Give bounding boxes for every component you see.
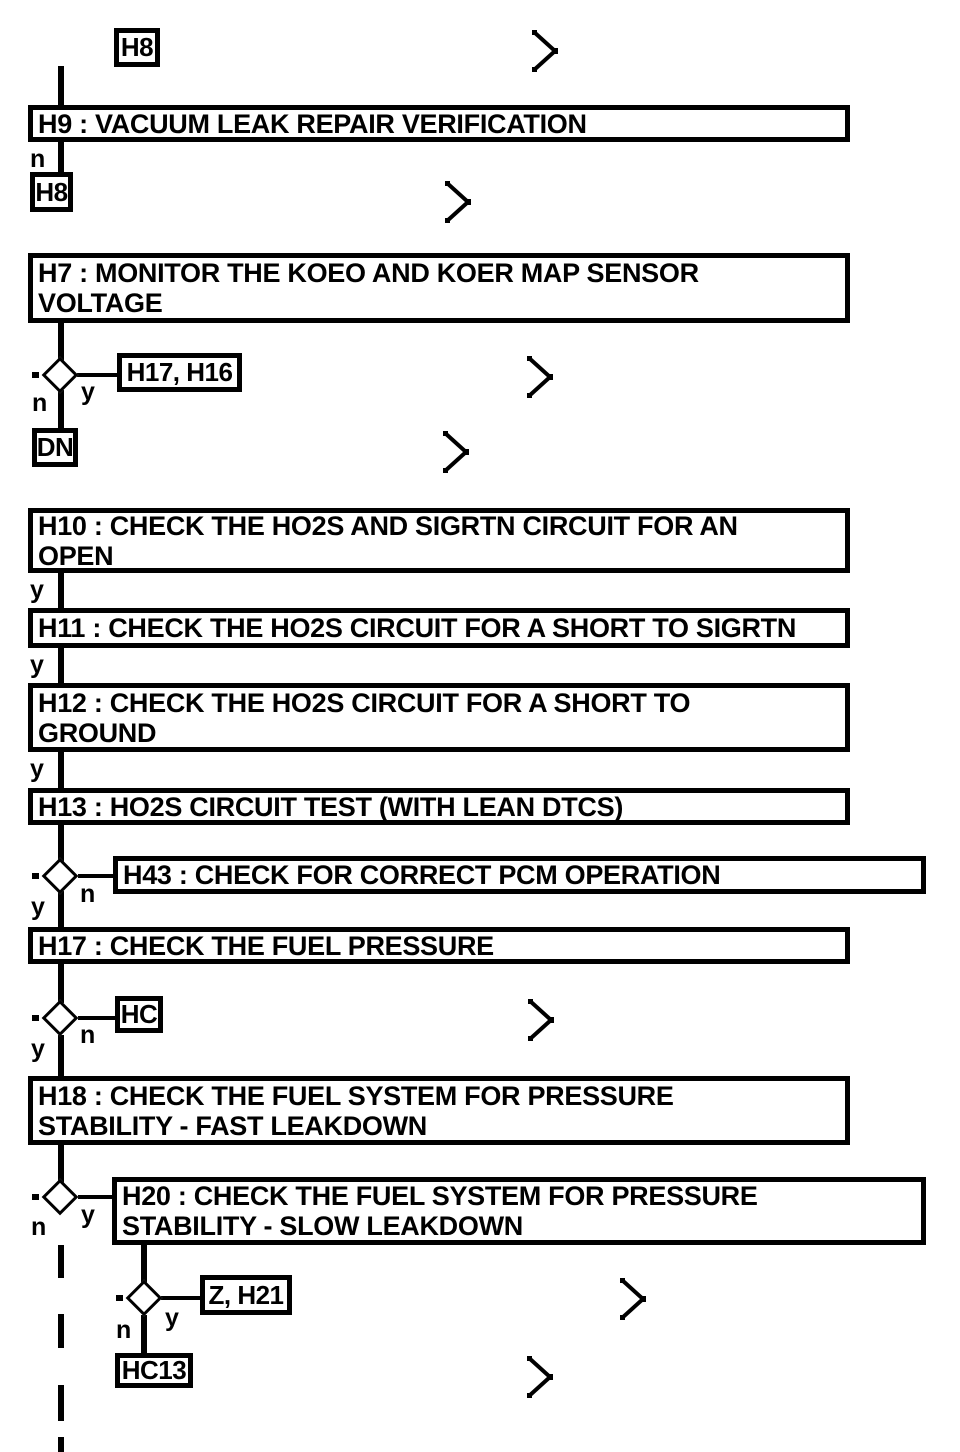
tag-box-label: HC13 [121, 1355, 187, 1385]
process-box-label: H7 : MONITOR THE KOEO AND KOER MAP SENSO… [38, 258, 699, 288]
dashed-connector-segment [58, 1437, 64, 1452]
tag-box-label: H17, H16 [126, 357, 233, 387]
decision-diamond [41, 356, 79, 394]
tag-box-HC: HC [115, 996, 163, 1033]
process-box-H13: H13 : HO2S CIRCUIT TEST (WITH LEAN DTCS) [28, 788, 850, 825]
branch-label-n: n [80, 880, 96, 908]
process-box-label: H13 : HO2S CIRCUIT TEST (WITH LEAN DTCS) [38, 791, 624, 822]
connector-line [58, 750, 64, 790]
branch-label-y: y [81, 1201, 95, 1229]
tag-box-H8-top: H8 [114, 28, 160, 67]
process-box-H20: H20 : CHECK THE FUEL SYSTEM FOR PRESSURE… [112, 1177, 926, 1245]
process-box-label: H12 : CHECK THE HO2S CIRCUIT FOR A SHORT… [38, 687, 691, 718]
tag-box-label: Z, H21 [208, 1279, 284, 1310]
tag-box-HC13: HC13 [115, 1353, 193, 1388]
branch-label-n: n [80, 1021, 96, 1049]
process-box-label: H20 : CHECK THE FUEL SYSTEM FOR PRESSURE [122, 1181, 758, 1211]
page-continuation-chevron-icon [443, 178, 473, 226]
dashed-connector-segment [58, 1314, 64, 1348]
branch-label-n: n [116, 1316, 132, 1344]
decision-diamond [125, 1279, 163, 1317]
dashed-connector-segment [58, 1385, 64, 1421]
process-box-label: H9 : VACUUM LEAK REPAIR VERIFICATION [38, 108, 587, 139]
connector-line [141, 1315, 147, 1355]
tag-box-H8-mid: H8 [30, 172, 73, 212]
branch-label-y: y [30, 755, 44, 783]
tag-box-label: H8 [35, 176, 68, 207]
process-box-label: H18 : CHECK THE FUEL SYSTEM FOR PRESSURE [38, 1080, 674, 1111]
connector-line [78, 1016, 116, 1020]
connector-line [58, 891, 64, 929]
connector-line [58, 823, 64, 862]
connector-line [161, 1296, 201, 1300]
decision-diamond [41, 1178, 79, 1216]
process-box-label: VOLTAGE [38, 288, 163, 318]
tag-box-Z-H21: Z, H21 [200, 1275, 292, 1315]
connector-line [77, 373, 117, 377]
connector-line [58, 571, 64, 610]
connector-line [58, 140, 64, 174]
page-continuation-chevron-icon [530, 27, 560, 75]
page-continuation-chevron-icon [441, 428, 471, 476]
branch-label-y: y [165, 1304, 179, 1332]
tag-box-label: DN [36, 432, 74, 462]
connector-line [58, 646, 64, 685]
decision-diamond-left-tick [32, 372, 39, 378]
process-box-H9: H9 : VACUUM LEAK REPAIR VERIFICATION [28, 105, 850, 142]
page-continuation-chevron-icon [526, 996, 556, 1044]
connector-line [58, 962, 64, 1003]
connector-line [58, 390, 64, 430]
connector-line [58, 321, 64, 361]
process-box-H10: H10 : CHECK THE HO2S AND SIGRTN CIRCUIT … [28, 508, 850, 573]
branch-label-n: n [30, 145, 46, 173]
decision-diamond-left-tick [116, 1295, 123, 1301]
decision-diamond-left-tick [32, 1194, 39, 1200]
page-continuation-chevron-icon [525, 1353, 555, 1401]
process-box-label: STABILITY - FAST LEAKDOWN [38, 1110, 427, 1141]
decision-diamond [41, 857, 79, 895]
process-box-label: H43 : CHECK FOR CORRECT PCM OPERATION [123, 860, 721, 890]
process-box-H12: H12 : CHECK THE HO2S CIRCUIT FOR A SHORT… [28, 683, 850, 752]
branch-label-y: y [30, 651, 44, 679]
connector-line [78, 1195, 114, 1199]
process-box-H11: H11 : CHECK THE HO2S CIRCUIT FOR A SHORT… [28, 608, 850, 648]
process-box-H17: H17 : CHECK THE FUEL PRESSURE [28, 927, 850, 964]
process-box-label: H11 : CHECK THE HO2S CIRCUIT FOR A SHORT… [38, 613, 797, 643]
process-box-label: H10 : CHECK THE HO2S AND SIGRTN CIRCUIT … [38, 510, 738, 541]
connector-line [58, 1143, 64, 1183]
branch-label-n: n [31, 1213, 47, 1241]
tag-box-label: H8 [120, 32, 154, 62]
process-box-H7: H7 : MONITOR THE KOEO AND KOER MAP SENSO… [28, 253, 850, 323]
dashed-connector-segment [58, 1245, 64, 1278]
connector-line [58, 1035, 64, 1078]
branch-label-y: y [31, 893, 45, 921]
branch-label-n: n [32, 389, 48, 417]
branch-label-y: y [81, 378, 95, 406]
process-box-label: OPEN [38, 540, 114, 571]
process-box-H43: H43 : CHECK FOR CORRECT PCM OPERATION [113, 856, 926, 894]
process-box-label: GROUND [38, 717, 157, 748]
tag-box-DN: DN [32, 428, 78, 467]
process-box-label: STABILITY - SLOW LEAKDOWN [122, 1211, 523, 1241]
decision-diamond [41, 999, 79, 1037]
connector-line [78, 874, 115, 878]
decision-diamond-left-tick [32, 873, 39, 879]
page-continuation-chevron-icon [525, 353, 555, 401]
tag-box-H17-H16: H17, H16 [117, 353, 242, 392]
connector-line [58, 66, 64, 107]
page-continuation-chevron-icon [618, 1275, 648, 1323]
branch-label-y: y [31, 1035, 45, 1063]
branch-label-y: y [30, 576, 44, 604]
tag-box-label: HC [120, 999, 158, 1029]
process-box-label: H17 : CHECK THE FUEL PRESSURE [38, 930, 494, 961]
connector-line [141, 1243, 147, 1283]
decision-diamond-left-tick [32, 1015, 39, 1021]
process-box-H18: H18 : CHECK THE FUEL SYSTEM FOR PRESSURE… [28, 1076, 850, 1145]
